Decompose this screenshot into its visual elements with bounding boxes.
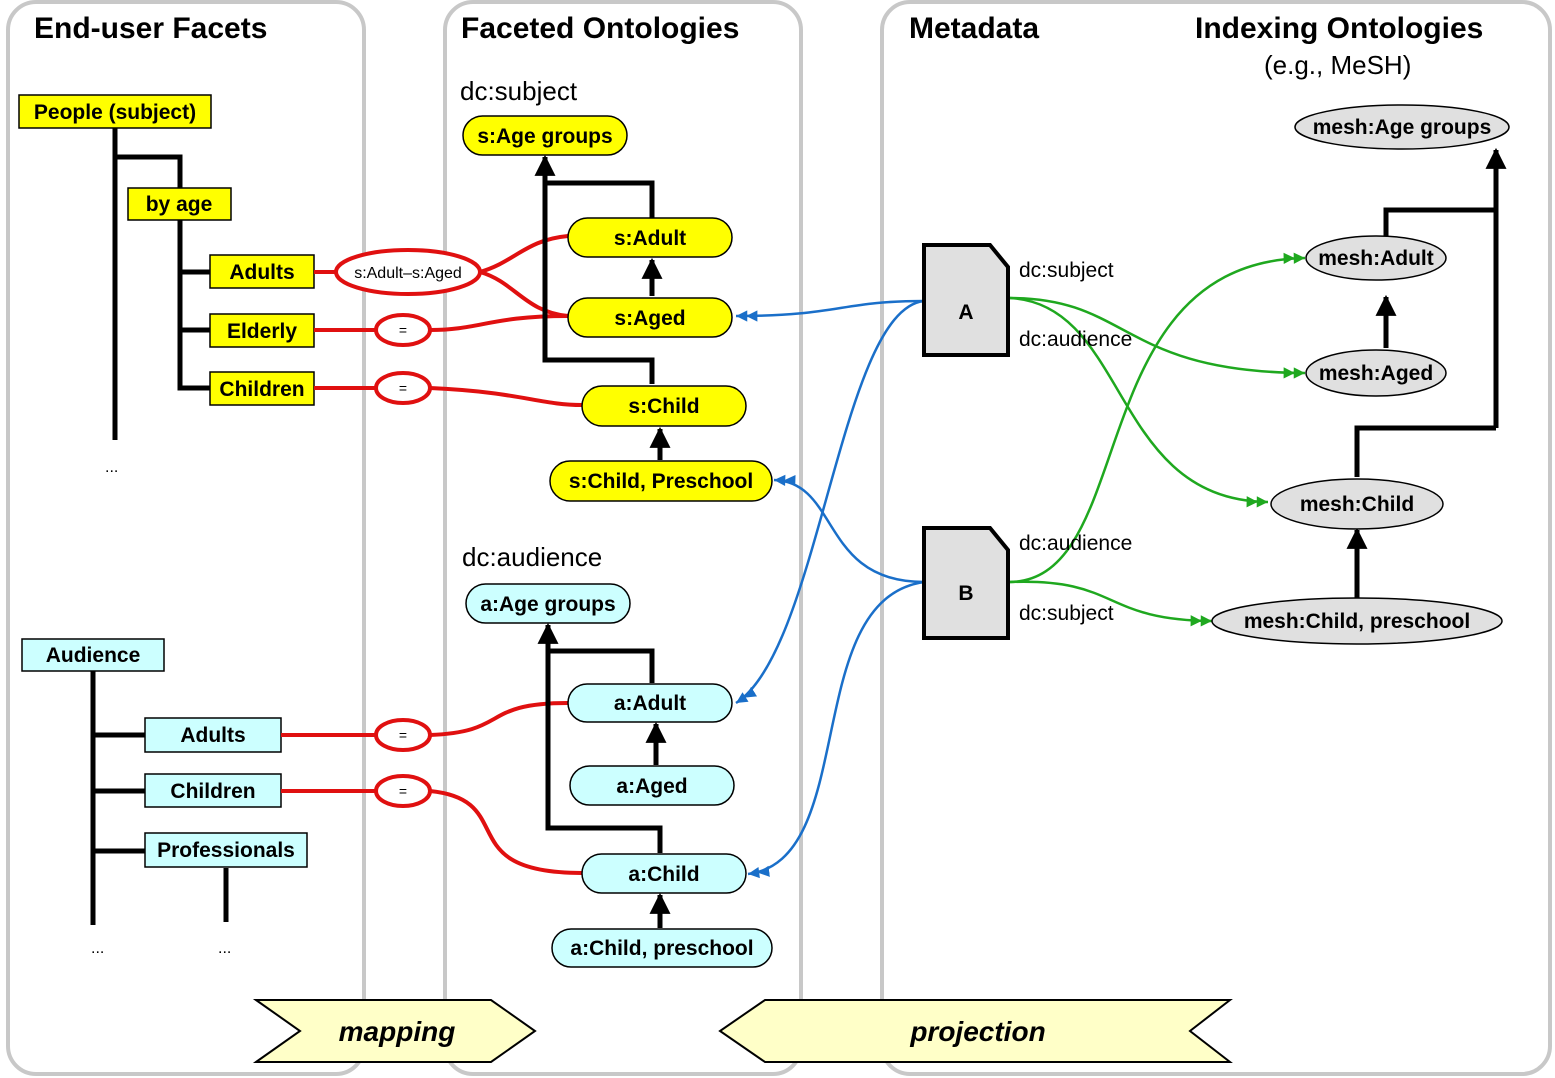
header-faceted-ontologies: Faceted Ontologies — [461, 12, 739, 45]
people-more-ellipsis: ... — [105, 459, 118, 476]
subject-node-child[interactable]: s:Child — [581, 385, 747, 427]
svg-text:Audience: Audience — [46, 644, 141, 667]
document-b[interactable]: B — [922, 526, 1010, 640]
svg-text:s:Adult: s:Adult — [614, 227, 686, 250]
document-a-subject-label: dc:subject — [1019, 259, 1114, 282]
subject-node-child-preschool[interactable]: s:Child, Preschool — [549, 460, 773, 502]
subject-ontology-label: dc:subject — [460, 76, 578, 106]
mapping-links — [281, 234, 583, 875]
audience-node-child-preschool[interactable]: a:Child, preschool — [551, 928, 773, 968]
panel-end-user-facets — [6, 0, 366, 1076]
svg-text:s:Adult–s:Aged: s:Adult–s:Aged — [354, 265, 462, 282]
svg-text:s:Aged: s:Aged — [614, 307, 685, 330]
svg-text:s:Child, Preschool: s:Child, Preschool — [569, 470, 753, 493]
audience-node-age-groups[interactable]: a:Age groups — [465, 583, 631, 624]
svg-text:s:Child: s:Child — [628, 395, 699, 418]
facet-audience[interactable]: Audience — [21, 638, 165, 672]
panel-faceted-ontologies — [443, 0, 803, 1076]
facet-adults[interactable]: Adults — [209, 254, 315, 289]
svg-text:a:Age groups: a:Age groups — [480, 593, 615, 616]
mesh-node-child[interactable]: mesh:Child — [1270, 478, 1444, 530]
mapping-equal-audience-adults: = — [374, 718, 432, 752]
document-a-audience-label: dc:audience — [1019, 328, 1132, 351]
svg-text:=: = — [399, 783, 407, 799]
svg-text:Adults: Adults — [180, 724, 245, 747]
svg-text:Children: Children — [219, 378, 304, 401]
mapping-union-adult-aged: s:Adult–s:Aged — [334, 248, 482, 296]
mesh-node-age-groups[interactable]: mesh:Age groups — [1294, 104, 1510, 150]
facet-by-age[interactable]: by age — [127, 187, 232, 221]
audience-hierarchy-lines — [537, 622, 671, 928]
header-indexing-example: (e.g., MeSH) — [1264, 50, 1411, 80]
audience-node-child[interactable]: a:Child — [581, 853, 747, 894]
svg-text:mapping: mapping — [339, 1016, 456, 1047]
document-b-subject-label: dc:subject — [1019, 602, 1114, 625]
svg-text:a:Child, preschool: a:Child, preschool — [570, 937, 753, 960]
audience-more-ellipsis-b: ... — [218, 940, 231, 957]
facet-elderly[interactable]: Elderly — [209, 313, 315, 348]
mapping-banner: mapping — [252, 999, 537, 1063]
audience-node-adult[interactable]: a:Adult — [567, 683, 733, 723]
svg-text:=: = — [399, 322, 407, 338]
mesh-node-adult[interactable]: mesh:Adult — [1305, 235, 1447, 281]
svg-text:s:Age groups: s:Age groups — [477, 125, 612, 148]
svg-text:People (subject): People (subject) — [34, 101, 196, 124]
projection-banner: projection — [718, 999, 1233, 1063]
mesh-node-aged[interactable]: mesh:Aged — [1305, 349, 1447, 397]
svg-text:mesh:Aged: mesh:Aged — [1319, 362, 1433, 385]
mesh-node-child-preschool[interactable]: mesh:Child, preschool — [1211, 597, 1503, 645]
svg-text:Professionals: Professionals — [157, 839, 295, 862]
svg-text:mesh:Child: mesh:Child — [1300, 493, 1414, 516]
audience-more-ellipsis-a: ... — [91, 940, 104, 957]
svg-text:projection: projection — [909, 1016, 1045, 1047]
subject-node-adult[interactable]: s:Adult — [567, 217, 733, 258]
svg-text:Children: Children — [170, 780, 255, 803]
facet-professionals[interactable]: Professionals — [144, 832, 308, 868]
document-b-name: B — [958, 582, 973, 605]
subject-node-age-groups[interactable]: s:Age groups — [462, 115, 628, 156]
audience-ontology-label: dc:audience — [462, 542, 602, 572]
svg-text:a:Aged: a:Aged — [616, 775, 687, 798]
document-b-audience-label: dc:audience — [1019, 532, 1132, 555]
svg-text:mesh:Adult: mesh:Adult — [1318, 247, 1434, 270]
facet-audience-children[interactable]: Children — [144, 773, 282, 808]
mapping-equal-elderly: = — [374, 313, 432, 347]
audience-node-aged[interactable]: a:Aged — [569, 765, 735, 806]
facet-audience-adults[interactable]: Adults — [144, 717, 282, 753]
svg-text:a:Adult: a:Adult — [614, 692, 686, 715]
people-tree-lines — [112, 128, 210, 440]
mesh-hierarchy-lines — [1346, 147, 1507, 598]
header-metadata: Metadata — [909, 12, 1039, 45]
subject-node-aged[interactable]: s:Aged — [567, 297, 733, 338]
svg-text:mesh:Child, preschool: mesh:Child, preschool — [1244, 610, 1470, 633]
subject-hierarchy-lines — [534, 154, 671, 460]
audience-tree-lines — [90, 670, 229, 925]
mapping-equal-children: = — [374, 371, 432, 405]
header-end-user-facets: End-user Facets — [34, 12, 267, 45]
indexing-links — [1009, 252, 1306, 627]
svg-text:=: = — [399, 727, 407, 743]
header-indexing-ontologies: Indexing Ontologies — [1195, 12, 1483, 45]
svg-text:mesh:Age groups: mesh:Age groups — [1313, 116, 1492, 139]
panel-metadata-indexing — [880, 0, 1552, 1076]
svg-text:a:Child: a:Child — [628, 863, 699, 886]
mapping-equal-audience-children: = — [374, 774, 432, 808]
document-a-name: A — [958, 301, 973, 324]
svg-text:=: = — [399, 380, 407, 396]
svg-text:by age: by age — [146, 193, 213, 216]
svg-text:Adults: Adults — [229, 261, 294, 284]
facet-people[interactable]: People (subject) — [18, 94, 212, 129]
projection-links — [735, 299, 925, 879]
svg-text:Elderly: Elderly — [227, 320, 297, 343]
document-a[interactable]: A — [922, 243, 1010, 357]
facet-children[interactable]: Children — [209, 371, 315, 406]
